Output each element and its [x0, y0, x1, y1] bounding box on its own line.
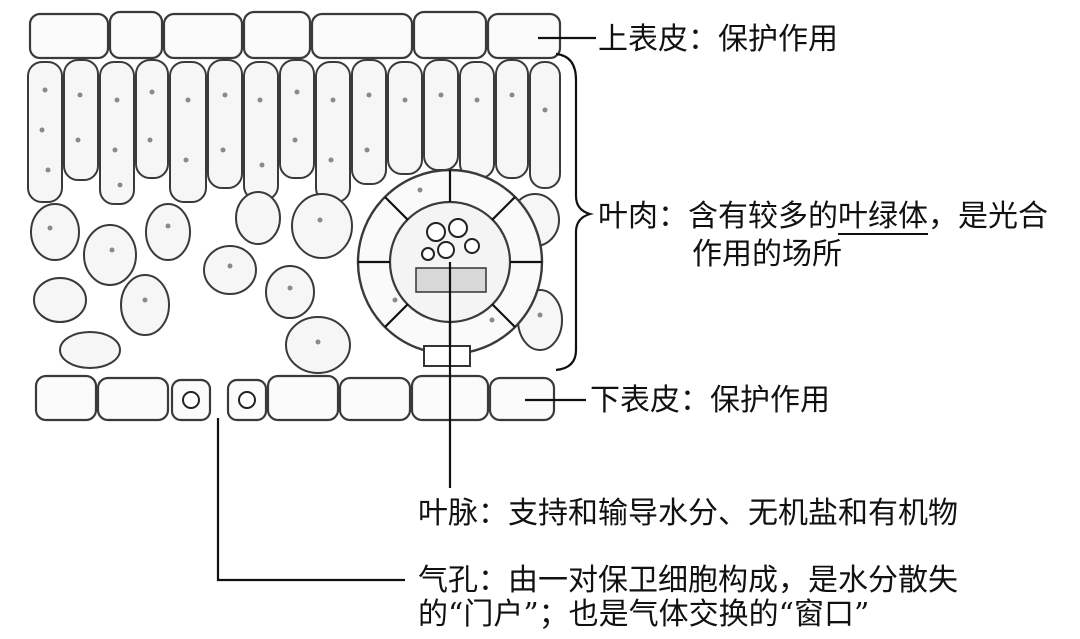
upper-epidermis-cells [28, 10, 562, 60]
spongy-cell [33, 277, 87, 323]
spongy-cell [59, 331, 121, 369]
mesophyll-label-line1: 叶肉：含有较多的叶绿体，是光合 [598, 199, 1048, 234]
upper-epidermis-cell [486, 12, 562, 60]
palisade-cell [387, 61, 423, 175]
sheath-wall [384, 196, 409, 221]
stoma-label-line2: 的“门户”；也是气体交换的“窗口” [418, 597, 869, 632]
palisade-cell [315, 61, 351, 203]
palisade-cell [459, 61, 495, 179]
mesophyll-suffix: ，是光合 [928, 199, 1048, 234]
lower-epidermis-label: 下表皮：保护作用 [590, 383, 830, 418]
lower-epidermis-cell [266, 374, 340, 422]
palisade-cell [169, 61, 207, 203]
xylem-vessel [426, 222, 446, 242]
spongy-cell [203, 245, 257, 295]
palisade-cell [495, 59, 529, 179]
palisade-cell [27, 61, 63, 203]
upper-epidermis-cell [242, 10, 312, 60]
xylem-vessel [437, 241, 455, 259]
upper-epidermis-cell [108, 10, 164, 60]
xylem-vessel [448, 218, 468, 238]
spongy-cell [285, 316, 351, 374]
upper-epidermis-label: 上表皮：保护作用 [598, 22, 838, 57]
palisade-cell [135, 59, 169, 179]
stoma-label-line1: 气孔：由一对保卫细胞构成，是水分散失 [418, 563, 958, 598]
mesophyll-chloroplast-term: 叶绿体 [838, 199, 928, 234]
spongy-cell [265, 265, 315, 319]
spongy-cell [235, 191, 281, 245]
sheath-wall [491, 303, 516, 328]
mesophyll-brace [555, 52, 594, 372]
lower-epidermis-cell [338, 376, 412, 422]
spongy-cells [30, 191, 563, 374]
lower-epidermis-cell [34, 374, 98, 422]
palisade-cell [351, 59, 387, 185]
vein-bottom-cell [423, 345, 471, 367]
palisade-cell [99, 61, 135, 205]
mesophyll-label-line2: 作用的场所 [692, 237, 842, 272]
palisade-cell [423, 59, 459, 171]
spongy-cell [291, 193, 353, 259]
stoma-leader [216, 418, 405, 582]
palisade-cell [279, 59, 315, 179]
palisade-cell [243, 61, 279, 201]
spongy-cell [30, 203, 80, 261]
sheath-wall [491, 196, 516, 221]
upper-epidermis-cell [162, 12, 244, 60]
palisade-cell [63, 59, 99, 181]
spongy-cell [83, 224, 137, 286]
lower-epidermis-cells [34, 374, 556, 422]
spongy-cell [120, 274, 170, 336]
palisade-cell [529, 61, 561, 189]
xylem-vessel [421, 247, 435, 261]
chloroplasts [39, 87, 548, 345]
guard-cell-nucleus [238, 391, 256, 409]
xylem-vessel [464, 238, 480, 254]
upper-epidermis-cell [310, 12, 414, 60]
vein-label: 叶脉：支持和输导水分、无机盐和有机物 [418, 496, 958, 531]
guard-cell-nucleus [182, 391, 200, 409]
spongy-cell [145, 203, 191, 261]
sheath-wall [384, 303, 409, 328]
lower-epidermis-cell [96, 376, 170, 422]
mesophyll-prefix: 叶肉：含有较多的 [598, 199, 838, 234]
palisade-cell [207, 59, 243, 189]
upper-epidermis-cell [28, 12, 110, 60]
leaf-illustration [27, 10, 563, 422]
upper-epidermis-cell [412, 10, 488, 60]
palisade-cells [27, 59, 561, 205]
leader-lines [216, 36, 596, 582]
